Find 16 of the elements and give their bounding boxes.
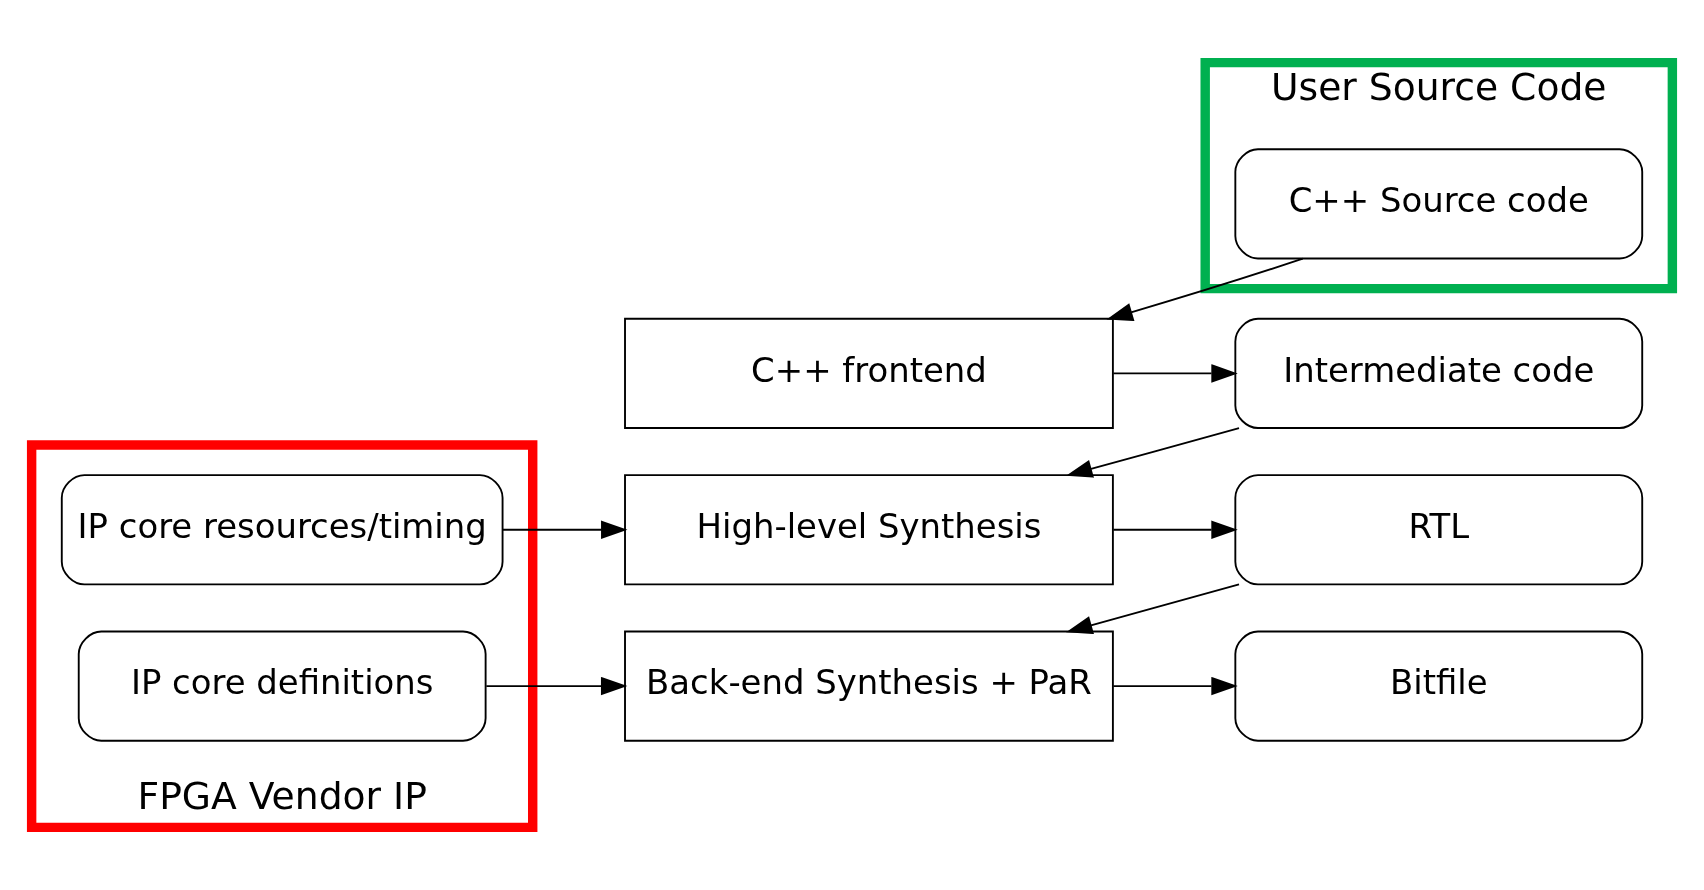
node-box: IP core definitions: [77, 630, 487, 742]
node-box: Back-end Synthesis + PaR: [624, 630, 1114, 742]
arrow: [1112, 520, 1238, 539]
node-box: IP core resources/timing: [60, 474, 504, 586]
arrow: [1066, 427, 1240, 478]
arrow: [501, 520, 628, 539]
arrow: [1066, 583, 1240, 635]
node-box: RTL: [1234, 474, 1644, 586]
arrow: [1112, 676, 1238, 696]
node-box: High-level Synthesis: [624, 474, 1114, 586]
arrow: [485, 676, 628, 696]
node-box: Bitfile: [1234, 630, 1644, 742]
arrow: [1112, 364, 1238, 383]
node-box: C++ frontend: [624, 317, 1114, 429]
node-box: C++ Source code: [1234, 148, 1644, 260]
node-box: Intermediate code: [1234, 317, 1644, 429]
